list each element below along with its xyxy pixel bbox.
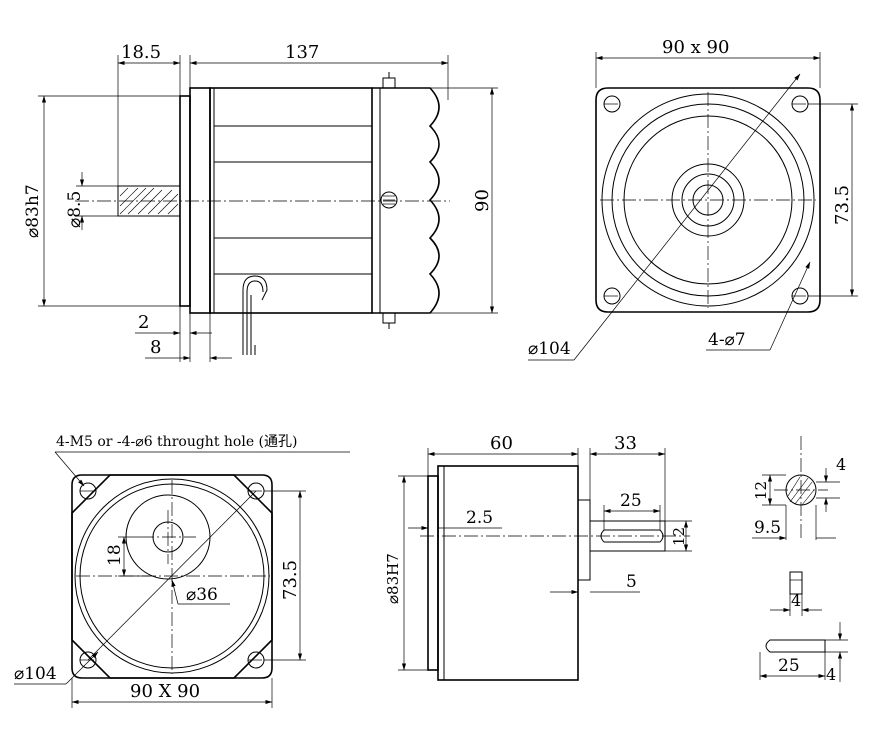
dim-shaft-dia: ⌀8.5 — [65, 191, 85, 228]
dim-front-hole-pitch: 73.5 — [832, 185, 853, 225]
dim-height: 90 — [472, 189, 493, 212]
dim-detail-shaft-dia: 12 — [752, 481, 770, 500]
dim-key-height: 4 — [826, 665, 836, 684]
motor-body — [209, 87, 373, 314]
dim-front-square: 90 x 90 — [662, 37, 729, 58]
dim-key-width: 4 — [791, 591, 801, 610]
mounting-flange — [189, 87, 211, 314]
gearbox-front-view: 4-M5 or -4-⌀6 throught hole (通孔) 18 ⌀36 … — [14, 434, 350, 708]
dim-gearbox-hole-pitch: 73.5 — [280, 560, 301, 600]
dim-gearbox-holes-note: 4-M5 or -4-⌀6 throught hole (通孔) — [56, 434, 297, 450]
gearbox-shoulder — [577, 499, 591, 581]
dim-flange-thickness: 8 — [150, 337, 161, 358]
dim-gearbox-boss-dia: ⌀36 — [186, 585, 218, 605]
connector-icon — [380, 191, 398, 209]
shaft-key-hatch — [119, 187, 179, 215]
dim-pilot-dia: ⌀83h7 — [23, 184, 43, 238]
key-end-view — [789, 571, 803, 595]
dim-gearbox-square: 90 X 90 — [130, 681, 200, 702]
lead-wires — [242, 275, 268, 355]
dim-gearbox-pilot-dia: ⌀83H7 — [384, 553, 402, 604]
gearbox-side-view: 60 33 25 2.5 ⌀83H7 12 5 — [384, 433, 692, 681]
key-side-view — [765, 639, 826, 653]
dim-gearbox-offset: 18 — [105, 544, 125, 566]
motor-front-view: 90 x 90 73.5 ⌀104 4-⌀7 — [528, 37, 858, 361]
dim-gearbox-flange-gap: 2.5 — [466, 508, 493, 528]
dim-gearbox-circle-dia: ⌀104 — [14, 664, 57, 684]
dim-shaft-flat: 9.5 — [754, 518, 781, 538]
motor-side-view: 18.5 137 ⌀83h7 ⌀8.5 90 2 8 — [23, 42, 498, 362]
dim-gearbox-shoulder: 5 — [626, 572, 637, 592]
dim-front-circle-dia: ⌀104 — [528, 339, 571, 359]
bottom-bolt — [382, 312, 396, 324]
dim-key-depth: 4 — [836, 455, 846, 474]
front-flange-square — [595, 87, 821, 313]
dim-gearbox-shaft-dia: 12 — [670, 527, 688, 546]
dim-gearbox-shaft-length: 33 — [614, 433, 637, 454]
dim-front-holes: 4-⌀7 — [708, 330, 746, 350]
dim-body-length: 137 — [285, 42, 319, 63]
shaft-section-hatch — [787, 476, 815, 506]
dim-gearbox-body-length: 60 — [490, 433, 513, 454]
dim-key-length: 25 — [778, 656, 800, 676]
top-bolt — [382, 77, 396, 89]
gearbox-flange-square — [71, 474, 273, 679]
gearbox-body — [437, 465, 579, 681]
gearbox-pilot — [427, 475, 439, 671]
dim-gearbox-key-length: 25 — [620, 491, 642, 511]
shaft-key-detail: 4 12 9.5 4 25 4 — [752, 436, 848, 684]
dim-shaft-length: 18.5 — [121, 42, 161, 63]
dim-flange-gap: 2 — [138, 312, 149, 333]
rear-cap — [372, 87, 440, 314]
